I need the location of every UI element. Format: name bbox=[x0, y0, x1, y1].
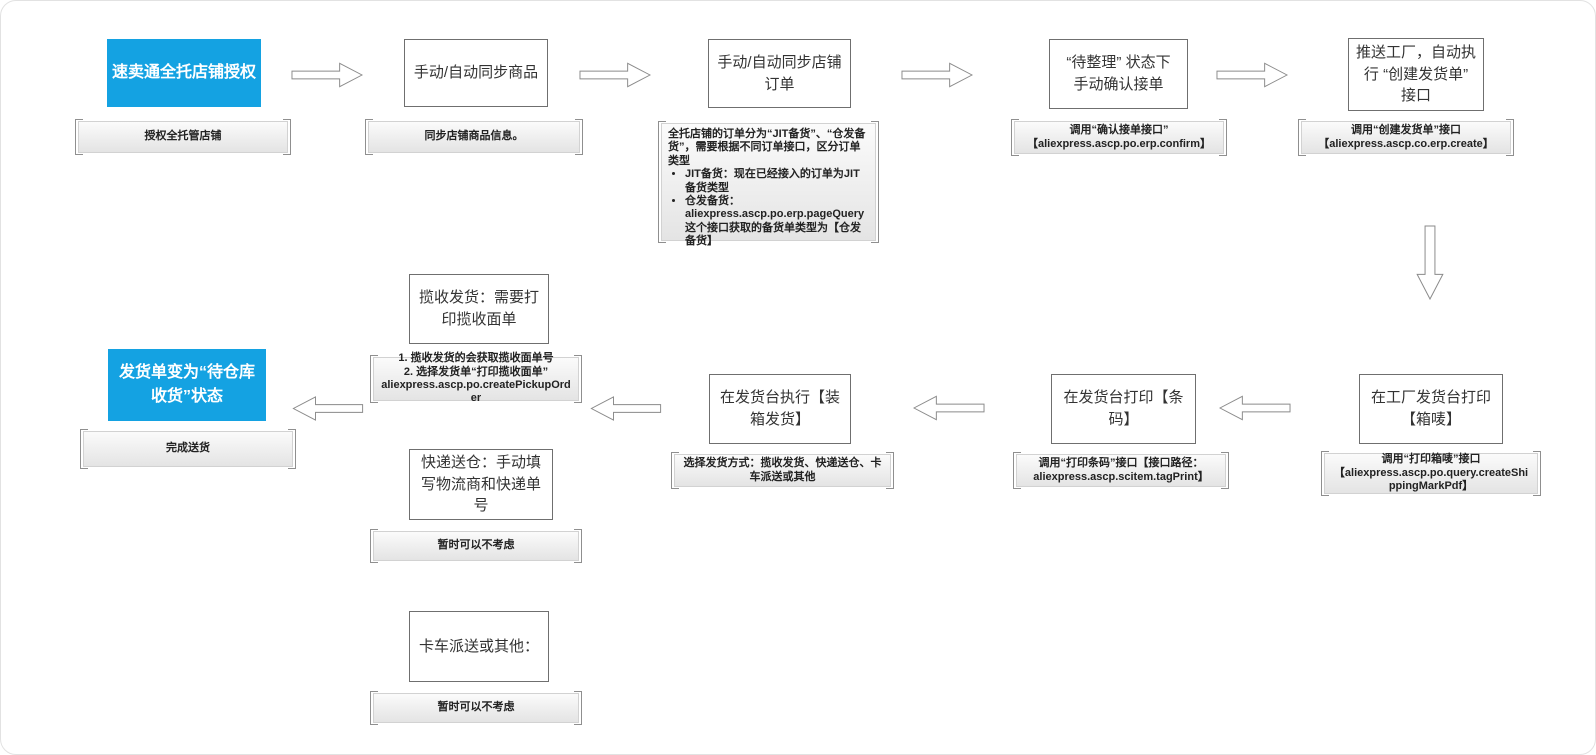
step-express-to-warehouse-label: 快递送仓：手动填 写物流商和快递单 号 bbox=[420, 453, 541, 515]
step-sync-orders-label: 手动/自动同步店铺 订单 bbox=[717, 53, 842, 93]
arrow-left-icon bbox=[913, 395, 985, 421]
note-truck-skip: 暂时可以不考虑 bbox=[370, 691, 582, 725]
step-print-barcode-label: 在发货台打印【条 码】 bbox=[1063, 389, 1184, 428]
step-pickup-shipping: 揽收发货：需要打 印揽收面单 bbox=[409, 274, 549, 344]
note-pickup-api: 1. 揽收发货的会获取揽收面单号 2. 选择发货单“打印揽收面单” aliexp… bbox=[370, 352, 582, 404]
step-pack-and-ship: 在发货台执行【装 箱发货】 bbox=[709, 374, 851, 444]
step-truck-or-other: 卡车派送或其他： bbox=[409, 611, 549, 682]
note-order-types: 全托店铺的订单分为“JIT备货”、“仓发备货”，需要根据不同订单接口，区分订单类… bbox=[658, 121, 879, 247]
note-sync-products: 同步店铺商品信息。 bbox=[365, 119, 583, 155]
arrow-left-icon bbox=[1219, 395, 1291, 421]
note-order-types-item: 仓发备货： aliexpress.ascp.po.erp.pageQuery 这… bbox=[685, 195, 869, 249]
step-express-to-warehouse: 快递送仓：手动填 写物流商和快递单 号 bbox=[409, 449, 553, 520]
step-print-shipping-mark: 在工厂发货台打印 【箱唛】 bbox=[1359, 374, 1503, 444]
note-authorize-store: 授权全托管店铺 bbox=[75, 119, 291, 155]
note-print-barcode-api: 调用“打印条码”接口【接口路径： aliexpress.ascp.scitem.… bbox=[1013, 452, 1229, 489]
note-express-skip: 暂时可以不考虑 bbox=[370, 529, 582, 563]
step-push-factory: 推送工厂，自动执 行 “创建发货单” 接口 bbox=[1348, 38, 1484, 111]
arrow-down-icon bbox=[1416, 225, 1444, 300]
step-sync-products: 手动/自动同步商品 bbox=[404, 39, 548, 107]
step-sync-products-label: 手动/自动同步商品 bbox=[413, 64, 539, 82]
arrow-right-icon bbox=[291, 62, 363, 88]
step-sync-orders: 手动/自动同步店铺 订单 bbox=[708, 39, 851, 108]
note-order-types-list: JIT备货：现在已经接入的订单为JIT备货类型 仓发备货： aliexpress… bbox=[668, 168, 869, 248]
note-confirm-api: 调用“确认接单接口” 【aliexpress.ascp.po.erp.confi… bbox=[1011, 119, 1227, 156]
step-print-barcode: 在发货台打印【条 码】 bbox=[1051, 374, 1196, 444]
arrow-right-icon bbox=[901, 62, 973, 88]
state-warehouse-receive-pending-label: 发货单变为“待仓库 收货”状态 bbox=[118, 364, 255, 405]
step-authorize-store-label: 速卖通全托店铺授权 bbox=[111, 64, 256, 81]
arrow-right-icon bbox=[579, 62, 651, 88]
step-pack-and-ship-label: 在发货台执行【装 箱发货】 bbox=[719, 389, 840, 428]
step-authorize-store: 速卖通全托店铺授权 bbox=[107, 39, 261, 107]
step-push-factory-label: 推送工厂，自动执 行 “创建发货单” 接口 bbox=[1355, 43, 1476, 105]
step-confirm-order: “待整理” 状态下 手动确认接单 bbox=[1049, 39, 1188, 109]
note-delivery-complete: 完成送货 bbox=[80, 429, 296, 469]
step-confirm-order-label: “待整理” 状态下 手动确认接单 bbox=[1066, 54, 1171, 93]
note-ship-methods: 选择发货方式：揽收发货、快递送仓、卡车派送或其他 bbox=[671, 452, 894, 489]
state-warehouse-receive-pending: 发货单变为“待仓库 收货”状态 bbox=[108, 349, 266, 421]
arrow-left-icon bbox=[291, 396, 365, 421]
note-print-mark-api: 调用“打印箱唛”接口 【aliexpress.ascp.po.query.cre… bbox=[1321, 451, 1541, 496]
step-pickup-shipping-label: 揽收发货：需要打 印揽收面单 bbox=[418, 289, 539, 328]
arrow-right-icon bbox=[1216, 62, 1288, 88]
note-order-types-intro: 全托店铺的订单分为“JIT备货”、“仓发备货”，需要根据不同订单接口，区分订单类… bbox=[668, 128, 866, 167]
note-order-types-item: JIT备货：现在已经接入的订单为JIT备货类型 bbox=[685, 168, 869, 195]
note-create-shipment-api: 调用“创建发货单”接口 【aliexpress.ascp.co.erp.crea… bbox=[1298, 119, 1514, 156]
step-truck-or-other-label: 卡车派送或其他： bbox=[418, 637, 539, 655]
arrow-left-icon bbox=[589, 396, 663, 421]
step-print-shipping-mark-label: 在工厂发货台打印 【箱唛】 bbox=[1370, 389, 1491, 428]
